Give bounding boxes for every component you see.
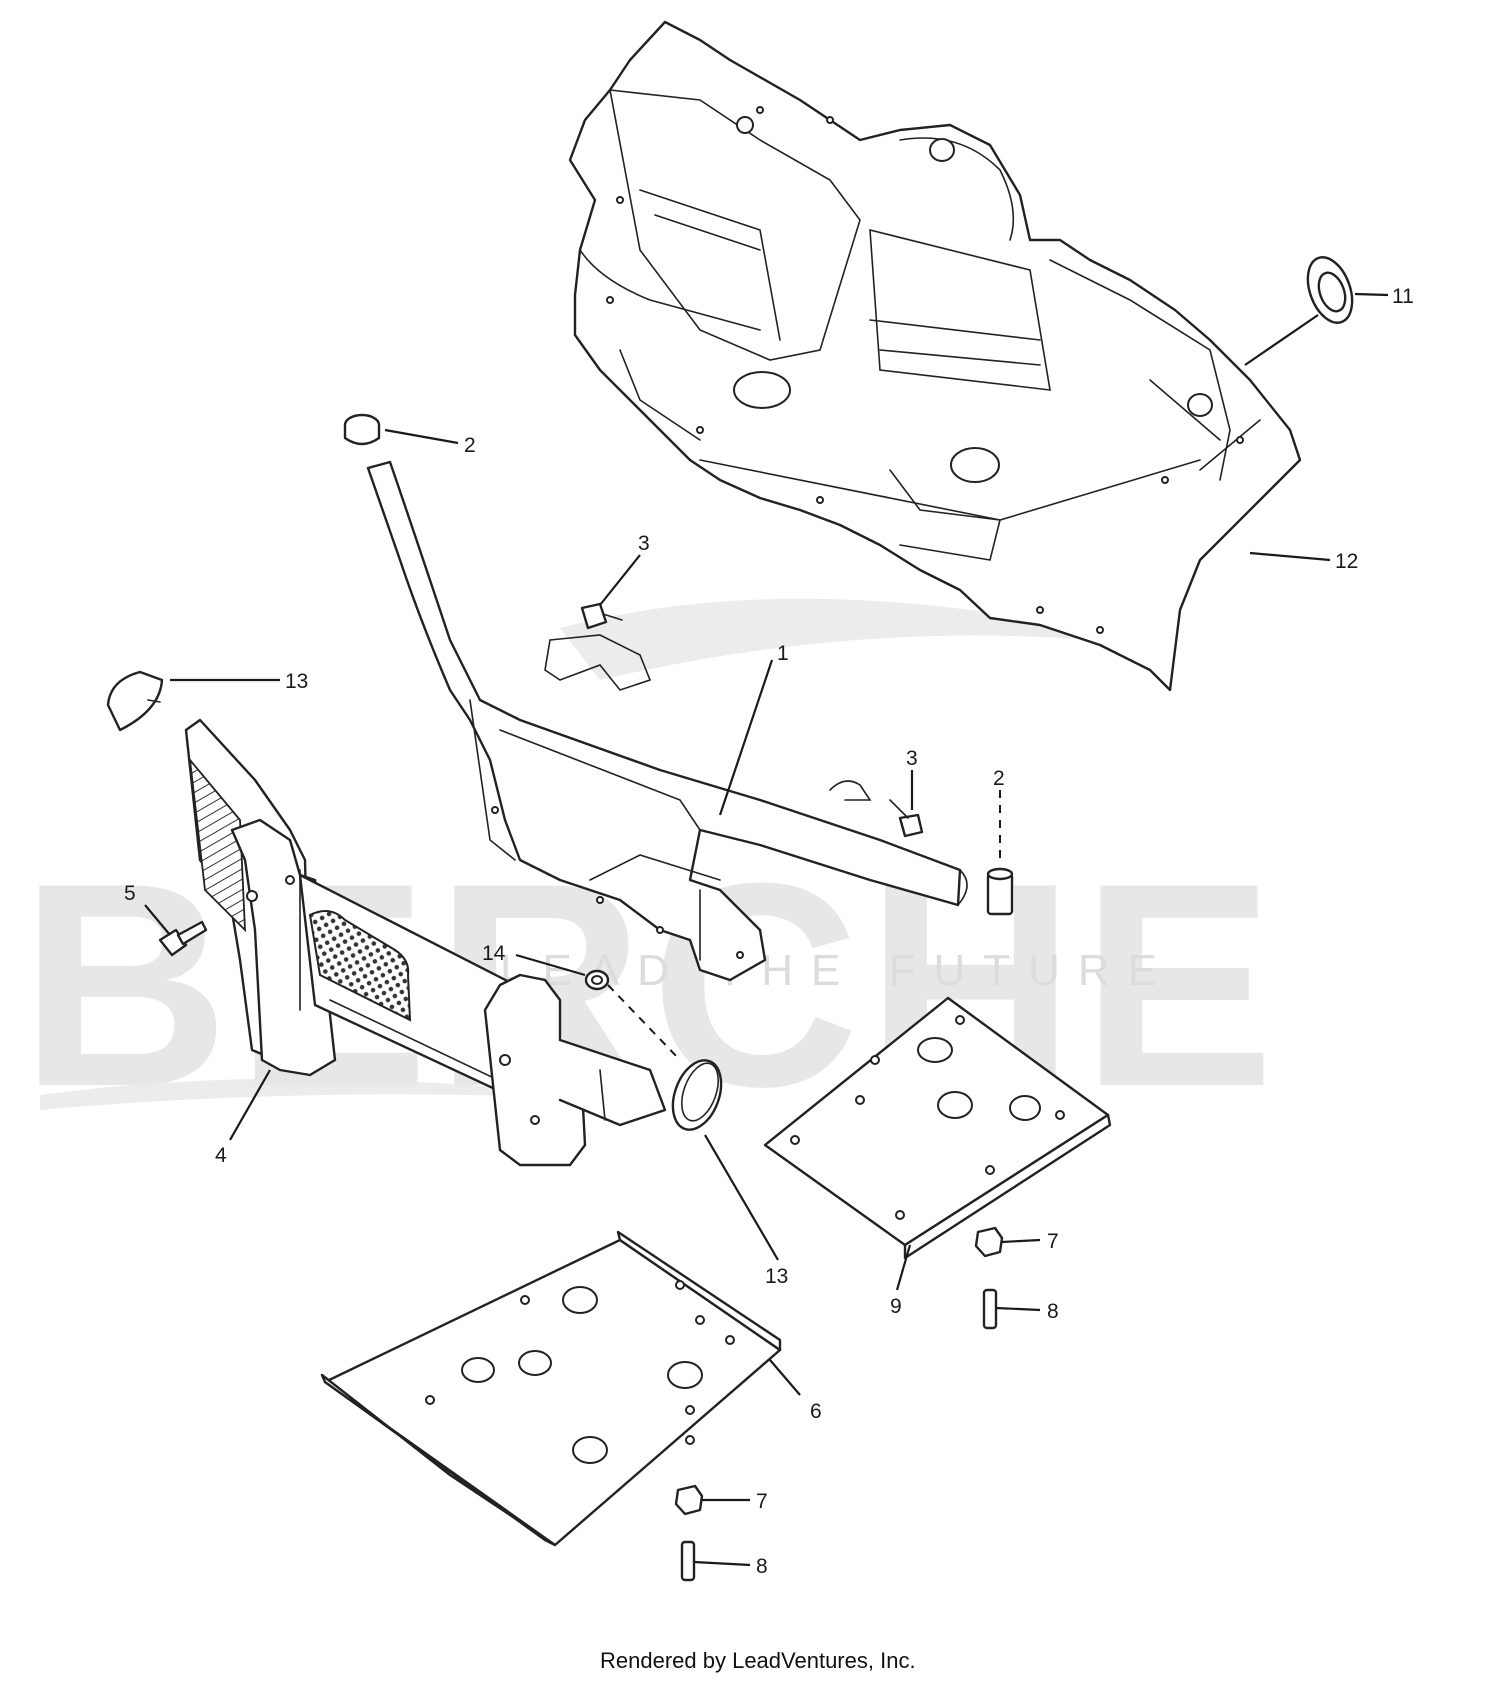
callout-4: 4 [215, 1144, 227, 1167]
callout-13-upper: 13 [285, 670, 308, 693]
callout-9: 9 [890, 1295, 902, 1318]
callouts: 11 12 2 3 1 3 2 13 5 4 14 13 9 7 8 6 7 8 [124, 285, 1414, 1578]
callout-12: 12 [1335, 550, 1358, 573]
callout-7-right: 7 [1047, 1230, 1059, 1253]
part-12-body-shell [568, 20, 1302, 692]
footer-credit: Rendered by LeadVentures, Inc. [600, 1648, 916, 1673]
part-3-bolt-upper [580, 602, 623, 630]
part-13-pad-center [671, 1059, 723, 1131]
part-3-bolt-lower [889, 799, 924, 838]
leader-lines [144, 292, 1389, 1567]
part-2-spacer-right [986, 867, 1014, 916]
part-7-nut-lower [674, 1484, 704, 1516]
part-8-bolt-right [982, 1288, 998, 1330]
part-5-bolt [158, 920, 208, 957]
part-8-bolt-lower [680, 1540, 696, 1582]
part-9-skid-plate [763, 996, 1112, 1260]
part-11-grommet [1306, 256, 1354, 324]
callout-11: 11 [1392, 285, 1414, 308]
callout-5: 5 [124, 882, 136, 905]
part-6-skid-plate [320, 1230, 782, 1547]
callout-13-center: 13 [765, 1265, 788, 1288]
callout-7-lower: 7 [756, 1490, 768, 1513]
callout-14: 14 [482, 942, 506, 965]
part-7-nut-right [974, 1226, 1004, 1258]
callout-8-right: 8 [1047, 1300, 1059, 1323]
part-2-end-cap-upper [343, 413, 381, 446]
part-1-bumper-frame [366, 460, 968, 982]
part-13-pad-upper [106, 670, 164, 732]
callout-1: 1 [777, 642, 789, 665]
part-4-brush-guard [184, 718, 667, 1167]
callout-6: 6 [810, 1400, 822, 1423]
part-14-bushing [584, 969, 610, 991]
callout-3-upper: 3 [638, 532, 650, 555]
callout-2-right: 2 [993, 767, 1005, 790]
callout-3-lower: 3 [906, 747, 918, 770]
callout-2-upper: 2 [464, 434, 476, 457]
callout-8-lower: 8 [756, 1555, 768, 1578]
